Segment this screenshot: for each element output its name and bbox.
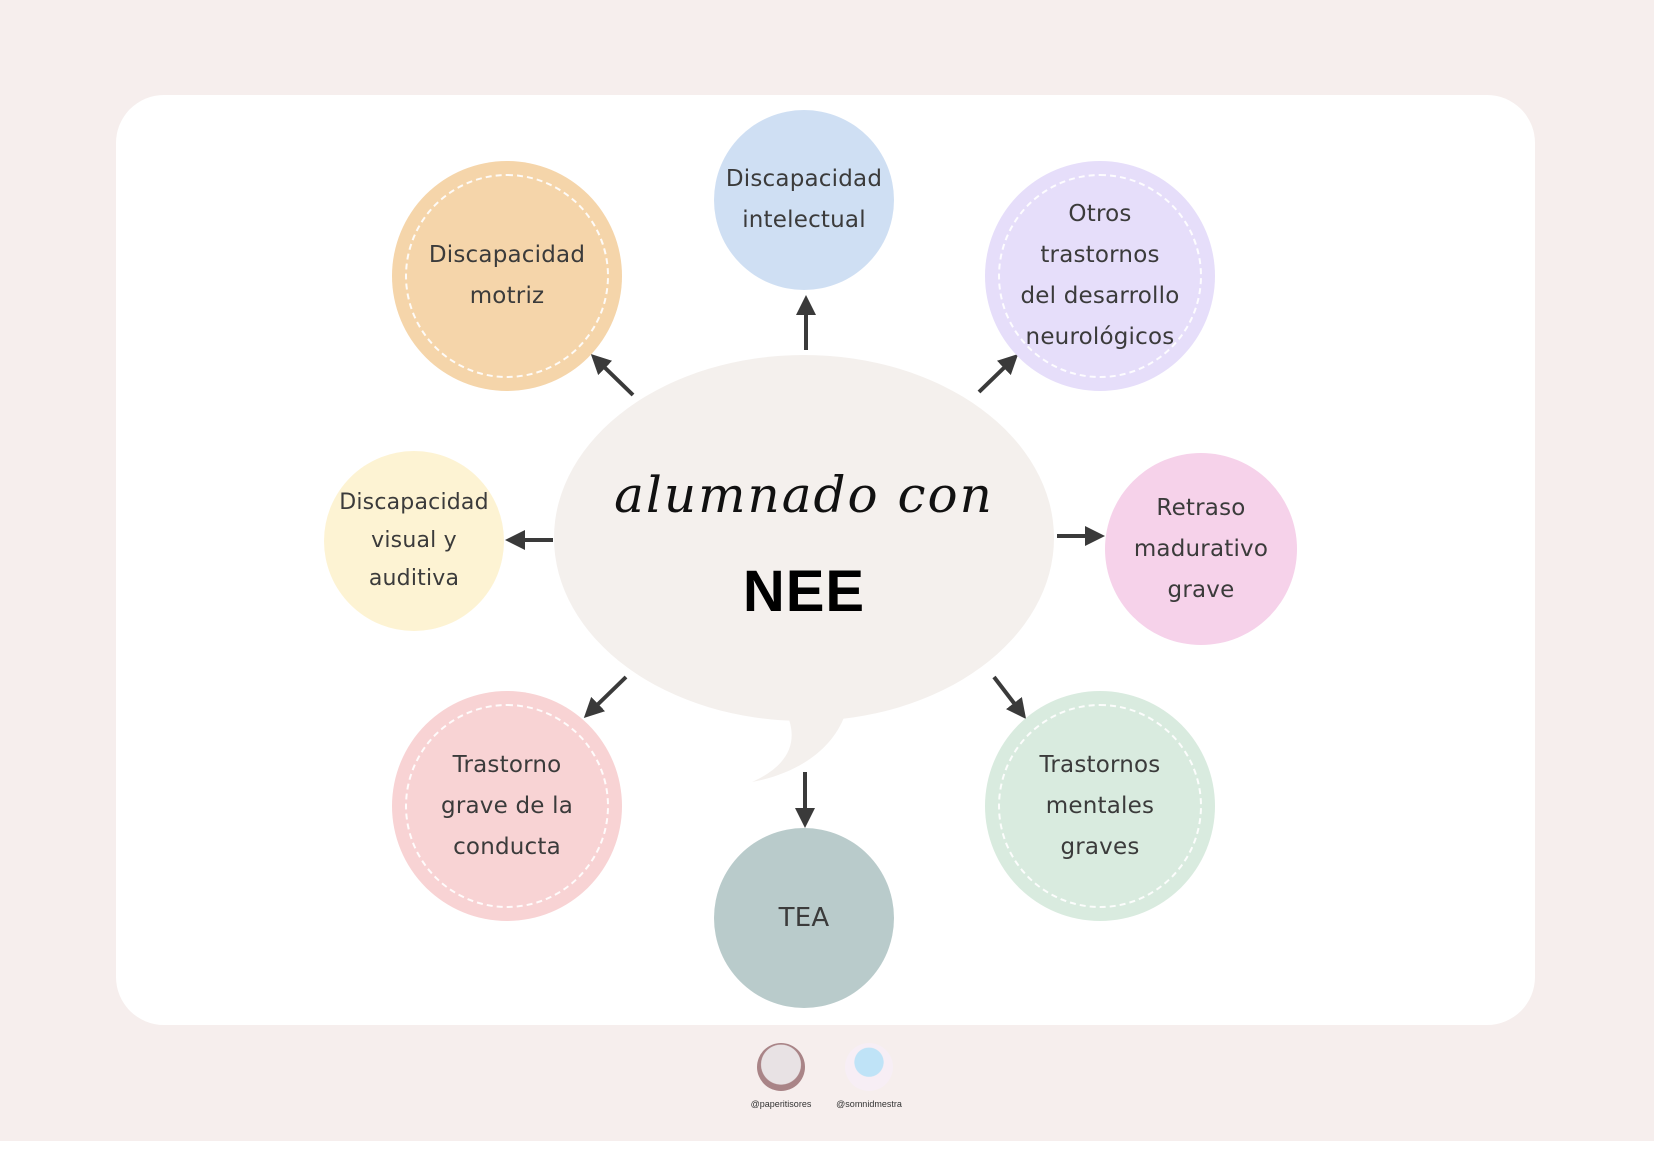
node-label: Otros trastornos del desarrollo neurológ… [1020,201,1180,350]
node-tea: TEA [714,828,894,1008]
node-label: Retraso madurativo grave [1133,494,1269,603]
avatar-paperitisores [757,1043,805,1091]
node-label: Discapacidad visual y auditiva [339,490,489,591]
arrow-conducta [583,675,628,718]
node-discapacidad-motriz: Discapacidad motriz [392,161,622,391]
node-otros-trastornos: Otros trastornos del desarrollo neurológ… [985,161,1215,391]
handle-somnidmestra: @somnidmestra [836,1099,902,1109]
center-script-title: alumnado con [614,466,994,524]
node-discapacidad-intelectual: Discapacidad intelectual [714,110,894,290]
arrow-mentales [992,675,1027,719]
node-retraso-madurativo: Retraso madurativo grave [1105,453,1297,645]
node-label: Discapacidad motriz [428,242,586,309]
node-trastornos-mentales: Trastornos mentales graves [985,691,1215,921]
arrow-otros [977,354,1019,394]
node-label: TEA [778,902,830,933]
arrow-motriz [590,354,635,397]
node-label: Trastornos mentales graves [1039,751,1161,860]
node-label: Trastorno grave de la conducta [441,751,573,860]
speech-bubble [554,355,1054,782]
logo-somnidmestra [845,1043,893,1091]
node-label: Discapacidad intelectual [725,166,883,233]
node-discapacidad-visual-auditiva: Discapacidad visual y auditiva [324,451,504,631]
handle-paperitisores: @paperitisores [750,1099,812,1109]
node-trastorno-conducta: Trastorno grave de la conducta [392,691,622,921]
center-main-title: NEE [742,559,866,624]
